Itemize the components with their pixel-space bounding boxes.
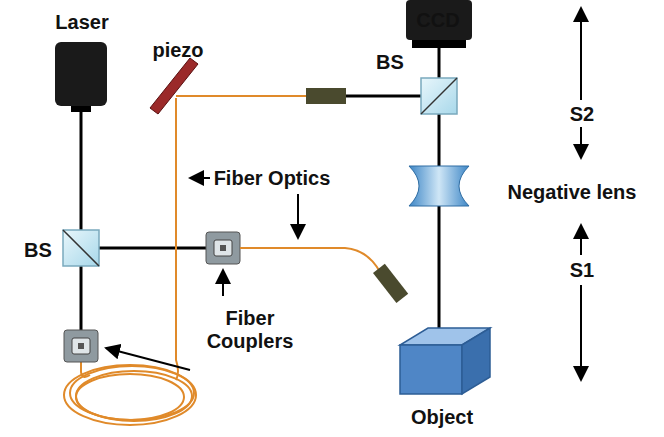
- fiber-coupler: [64, 330, 98, 362]
- negative-lens: [409, 166, 469, 206]
- ccd-sensor: [412, 40, 466, 48]
- fiber-coupler: [206, 232, 240, 264]
- beam-splitter: [421, 78, 457, 114]
- beam: [80, 112, 83, 330]
- laser-label: Laser: [55, 11, 108, 34]
- object-box: [400, 328, 490, 394]
- collimator: [373, 264, 408, 303]
- coupler-label: Fiber Couplers: [200, 307, 300, 353]
- beam: [346, 95, 421, 98]
- fiber-coil: [64, 98, 196, 425]
- object-label: Object: [411, 406, 473, 429]
- component-label: piezo: [152, 39, 203, 62]
- beam-splitter: [63, 230, 99, 266]
- fiber: [176, 95, 306, 97]
- distance-label: S2: [570, 103, 594, 126]
- component-label: BS: [24, 239, 52, 262]
- distance-label: S1: [570, 259, 594, 282]
- beam: [98, 247, 206, 250]
- laser-body: [55, 42, 107, 106]
- collimator: [306, 88, 346, 104]
- fiber: [240, 248, 380, 272]
- component-label: BS: [376, 51, 404, 74]
- fiber-label: Fiber Optics: [214, 167, 331, 190]
- ccd-camera: [406, 0, 472, 40]
- camera-label: CCD: [416, 9, 459, 32]
- lens-label: Negative lens: [508, 181, 637, 204]
- laser-aperture: [71, 106, 91, 112]
- piezo-mirror: [150, 58, 198, 114]
